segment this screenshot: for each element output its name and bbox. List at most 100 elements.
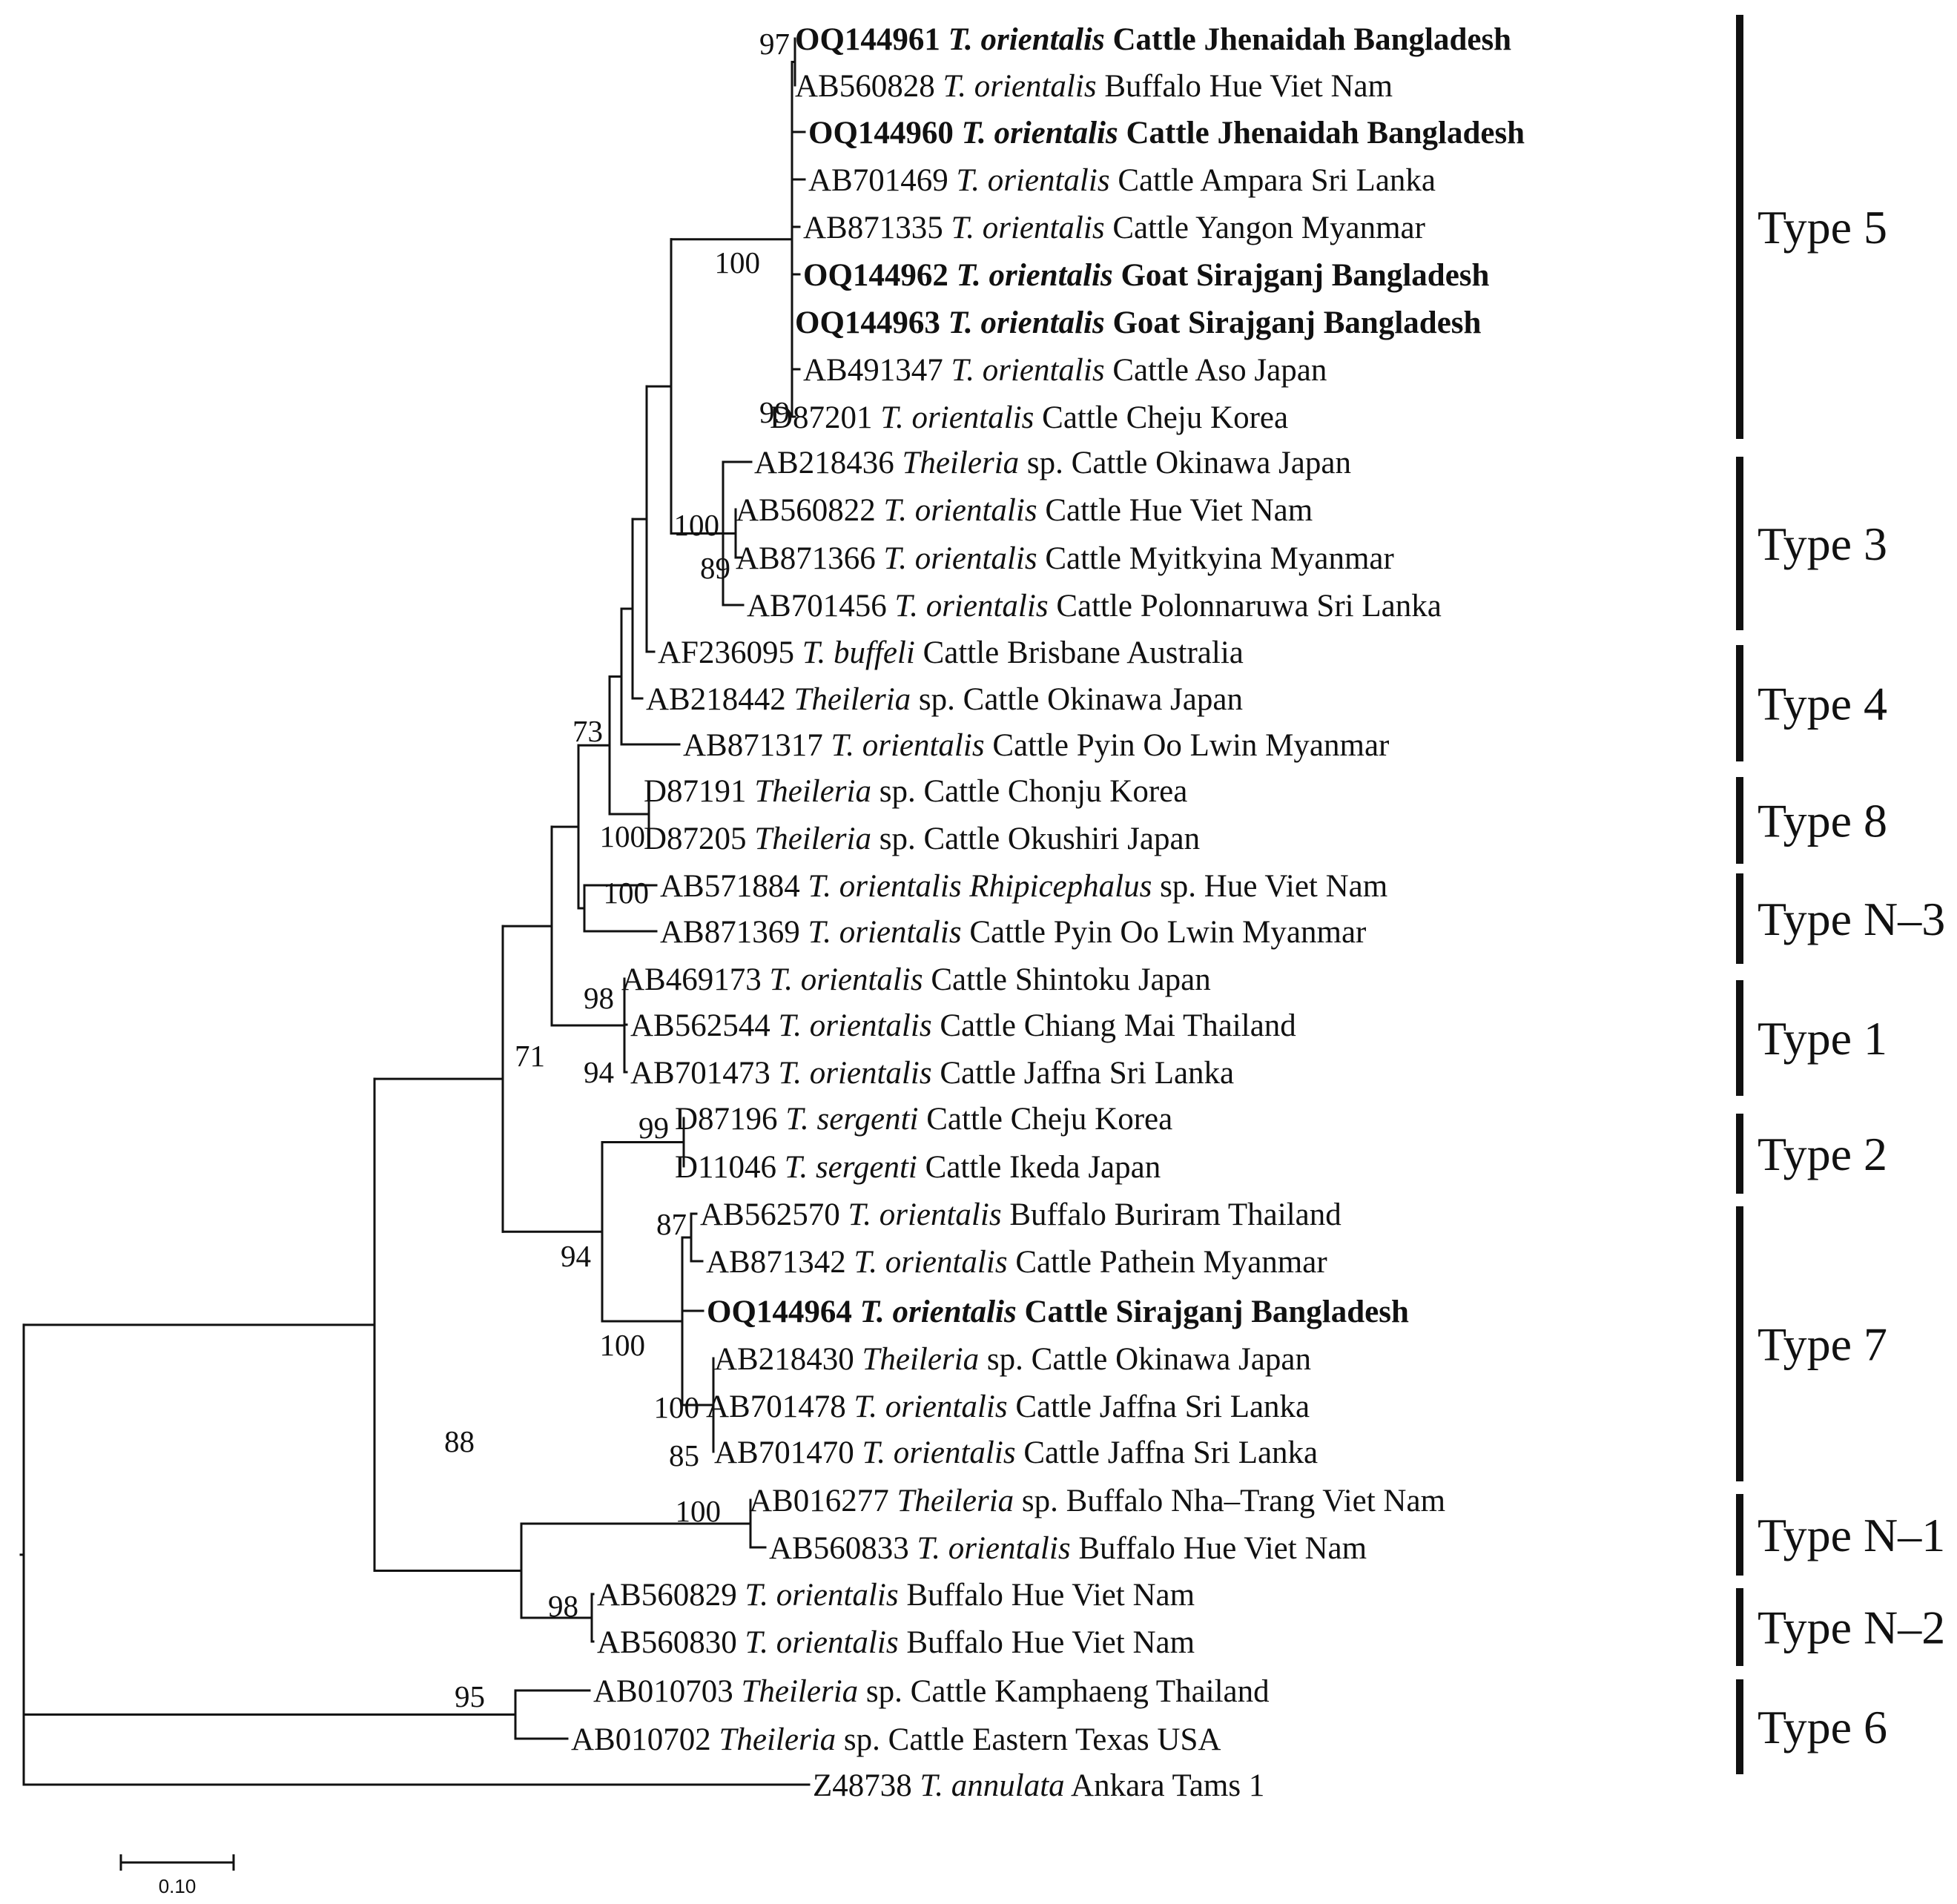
leaf-species: T. orientalis: [962, 116, 1118, 151]
leaf-species: T. orientalis: [862, 1435, 1015, 1470]
leaf-species: T. buffeli: [802, 635, 915, 670]
leaf-host-location: Cattle Brisbane Australia: [915, 635, 1244, 670]
bootstrap-value: 71: [515, 1039, 545, 1073]
leaf-accession: AB560833: [769, 1531, 917, 1566]
leaf-species: T. orientalis: [745, 1625, 898, 1660]
leaf-species: T. orientalis: [883, 541, 1037, 576]
leaf-accession: AB491347: [803, 353, 951, 388]
leaf-host-location: Cattle Cheju Korea: [918, 1102, 1172, 1137]
leaf-host-location: Cattle Cheju Korea: [1034, 400, 1288, 435]
leaf-host-location: Cattle Hue Viet Nam: [1037, 493, 1313, 528]
leaf-label: AB871335 T. orientalis Cattle Yangon Mya…: [803, 211, 1425, 245]
leaf-label: Z48738 T. annulata Ankara Tams 1: [813, 1768, 1264, 1803]
leaf-label: AB562570 T. orientalis Buffalo Buriram T…: [700, 1197, 1341, 1232]
leaf-label: AB016277 Theileria sp. Buffalo Nha–Trang…: [749, 1484, 1445, 1518]
leaf-host-location: Cattle Jaffna Sri Lanka: [1016, 1435, 1319, 1470]
leaf-species: T. orientalis: [917, 1531, 1070, 1566]
bootstrap-value: 98: [584, 981, 614, 1015]
leaf-label: AB218442 Theileria sp. Cattle Okinawa Ja…: [646, 682, 1243, 717]
leaf-species: Theileria: [754, 774, 871, 809]
leaf-accession: AB010702: [571, 1722, 719, 1757]
leaf-host-location: Ankara Tams 1: [1065, 1768, 1265, 1803]
leaf-accession: AB871342: [706, 1245, 854, 1280]
leaf-host-location: Cattle Pathein Myanmar: [1008, 1245, 1327, 1280]
leaf-accession: AB560828: [795, 69, 943, 104]
leaf-host-location: sp. Cattle Eastern Texas USA: [836, 1722, 1221, 1757]
leaf-label: AB701473 T. orientalis Cattle Jaffna Sri…: [630, 1056, 1234, 1091]
leaf-host-location: Buffalo Hue Viet Nam: [899, 1625, 1195, 1660]
leaf-species: T. orientalis: [854, 1389, 1007, 1424]
leaf-label: OQ144964 T. orientalis Cattle Sirajganj …: [707, 1295, 1409, 1329]
leaf-species: T. orientalis: [778, 1056, 931, 1091]
leaf-label: AB010702 Theileria sp. Cattle Eastern Te…: [571, 1722, 1221, 1757]
leaf-label: AB871369 T. orientalis Cattle Pyin Oo Lw…: [660, 915, 1366, 950]
tree-branches: [19, 37, 811, 1786]
leaf-host-location: Cattle Polonnaruwa Sri Lanka: [1049, 589, 1442, 624]
bootstrap-value: 94: [561, 1239, 591, 1273]
leaf-species: T. sergenti: [785, 1102, 918, 1137]
leaf-label: AB871317 T. orientalis Cattle Pyin Oo Lw…: [683, 728, 1389, 763]
leaf-host-location: Cattle Jaffna Sri Lanka: [1008, 1389, 1310, 1424]
bootstrap-value: 100: [674, 508, 720, 542]
leaf-accession: OQ144962: [803, 258, 957, 293]
leaf-accession: AB571884: [660, 869, 808, 904]
leaf-host-location: Goat Sirajganj Bangladesh: [1113, 258, 1490, 293]
genotype-label: Type 8: [1758, 795, 1887, 847]
leaf-host-location: Buffalo Hue Viet Nam: [1097, 69, 1393, 104]
bootstrap-value: 100: [600, 819, 646, 853]
leaf-host-location: Cattle Pyin Oo Lwin Myanmar: [985, 728, 1390, 763]
leaf-host-location: Buffalo Buriram Thailand: [1002, 1197, 1341, 1232]
bootstrap-value: 100: [676, 1494, 722, 1528]
leaf-species: T. orientalis: [808, 915, 961, 950]
genotype-label: Type 3: [1758, 518, 1887, 570]
leaf-host-location: Cattle Jhenaidah Bangladesh: [1105, 22, 1511, 57]
leaf-label: AB560829 T. orientalis Buffalo Hue Viet …: [597, 1578, 1195, 1613]
leaf-label: AB560830 T. orientalis Buffalo Hue Viet …: [597, 1625, 1195, 1660]
leaf-species: T. orientalis: [943, 69, 1096, 104]
leaf-species: Theileria: [719, 1722, 836, 1757]
leaf-species: Theileria: [897, 1484, 1014, 1518]
leaf-host-location: Cattle Yangon Myanmar: [1105, 211, 1425, 245]
leaf-host-location: Cattle Sirajganj Bangladesh: [1017, 1295, 1409, 1329]
leaf-label: AB562544 T. orientalis Cattle Chiang Mai…: [630, 1008, 1296, 1043]
bootstrap-value: 87: [656, 1207, 687, 1241]
leaf-label: AB010703 Theileria sp. Cattle Kamphaeng …: [593, 1674, 1270, 1709]
bootstrap-value: 100: [715, 245, 761, 280]
leaf-accession: AB562570: [700, 1197, 848, 1232]
leaf-label: AB701478 T. orientalis Cattle Jaffna Sri…: [706, 1389, 1310, 1424]
bootstrap-value: 73: [572, 714, 603, 748]
leaf-label: AB218436 Theileria sp. Cattle Okinawa Ja…: [754, 446, 1351, 480]
leaf-accession: AB560830: [597, 1625, 745, 1660]
leaf-host-location: sp. Cattle Okinawa Japan: [979, 1342, 1311, 1377]
genotype-label: Type N–1: [1758, 1509, 1945, 1561]
bootstrap-value: 97: [759, 27, 790, 61]
leaf-host-location: Cattle Jhenaidah Bangladesh: [1118, 116, 1525, 151]
leaf-accession: AB871317: [683, 728, 831, 763]
leaf-accession: AB871335: [803, 211, 951, 245]
leaf-species: T. orientalis: [831, 728, 984, 763]
genotype-label: Type 2: [1758, 1128, 1887, 1180]
leaf-label: D87205 Theileria sp. Cattle Okushiri Jap…: [644, 822, 1200, 856]
genotype-label: Type 5: [1758, 201, 1887, 254]
leaf-host-location: Cattle Aso Japan: [1105, 353, 1327, 388]
leaf-host-location: Cattle Chiang Mai Thailand: [932, 1008, 1296, 1043]
genotype-label: Type N–3: [1758, 893, 1945, 945]
leaf-label: AB571884 T. orientalis Rhipicephalus sp.…: [660, 869, 1387, 904]
bootstrap-value: 88: [444, 1424, 475, 1458]
leaf-label: AB871342 T. orientalis Cattle Pathein My…: [706, 1245, 1327, 1280]
leaf-host-location: sp. Cattle Okinawa Japan: [1019, 446, 1351, 480]
leaf-species: T. orientalis: [948, 305, 1105, 340]
leaf-accession: D87205: [644, 822, 754, 856]
leaf-species: T. orientalis: [848, 1197, 1001, 1232]
bootstrap-value: 94: [584, 1055, 614, 1089]
leaf-label: D87191 Theileria sp. Cattle Chonju Korea: [644, 774, 1187, 809]
leaf-accession: OQ144960: [808, 116, 962, 151]
leaf-host-location: Cattle Jaffna Sri Lanka: [932, 1056, 1235, 1091]
leaf-label: AB218430 Theileria sp. Cattle Okinawa Ja…: [714, 1342, 1311, 1377]
leaf-species: T. orientalis: [854, 1245, 1007, 1280]
leaf-accession: AF236095: [658, 635, 802, 670]
leaf-accession: AB701478: [706, 1389, 854, 1424]
leaf-label: AB701470 T. orientalis Cattle Jaffna Sri…: [714, 1435, 1318, 1470]
leaf-host-location: sp. Cattle Okushiri Japan: [871, 822, 1200, 856]
